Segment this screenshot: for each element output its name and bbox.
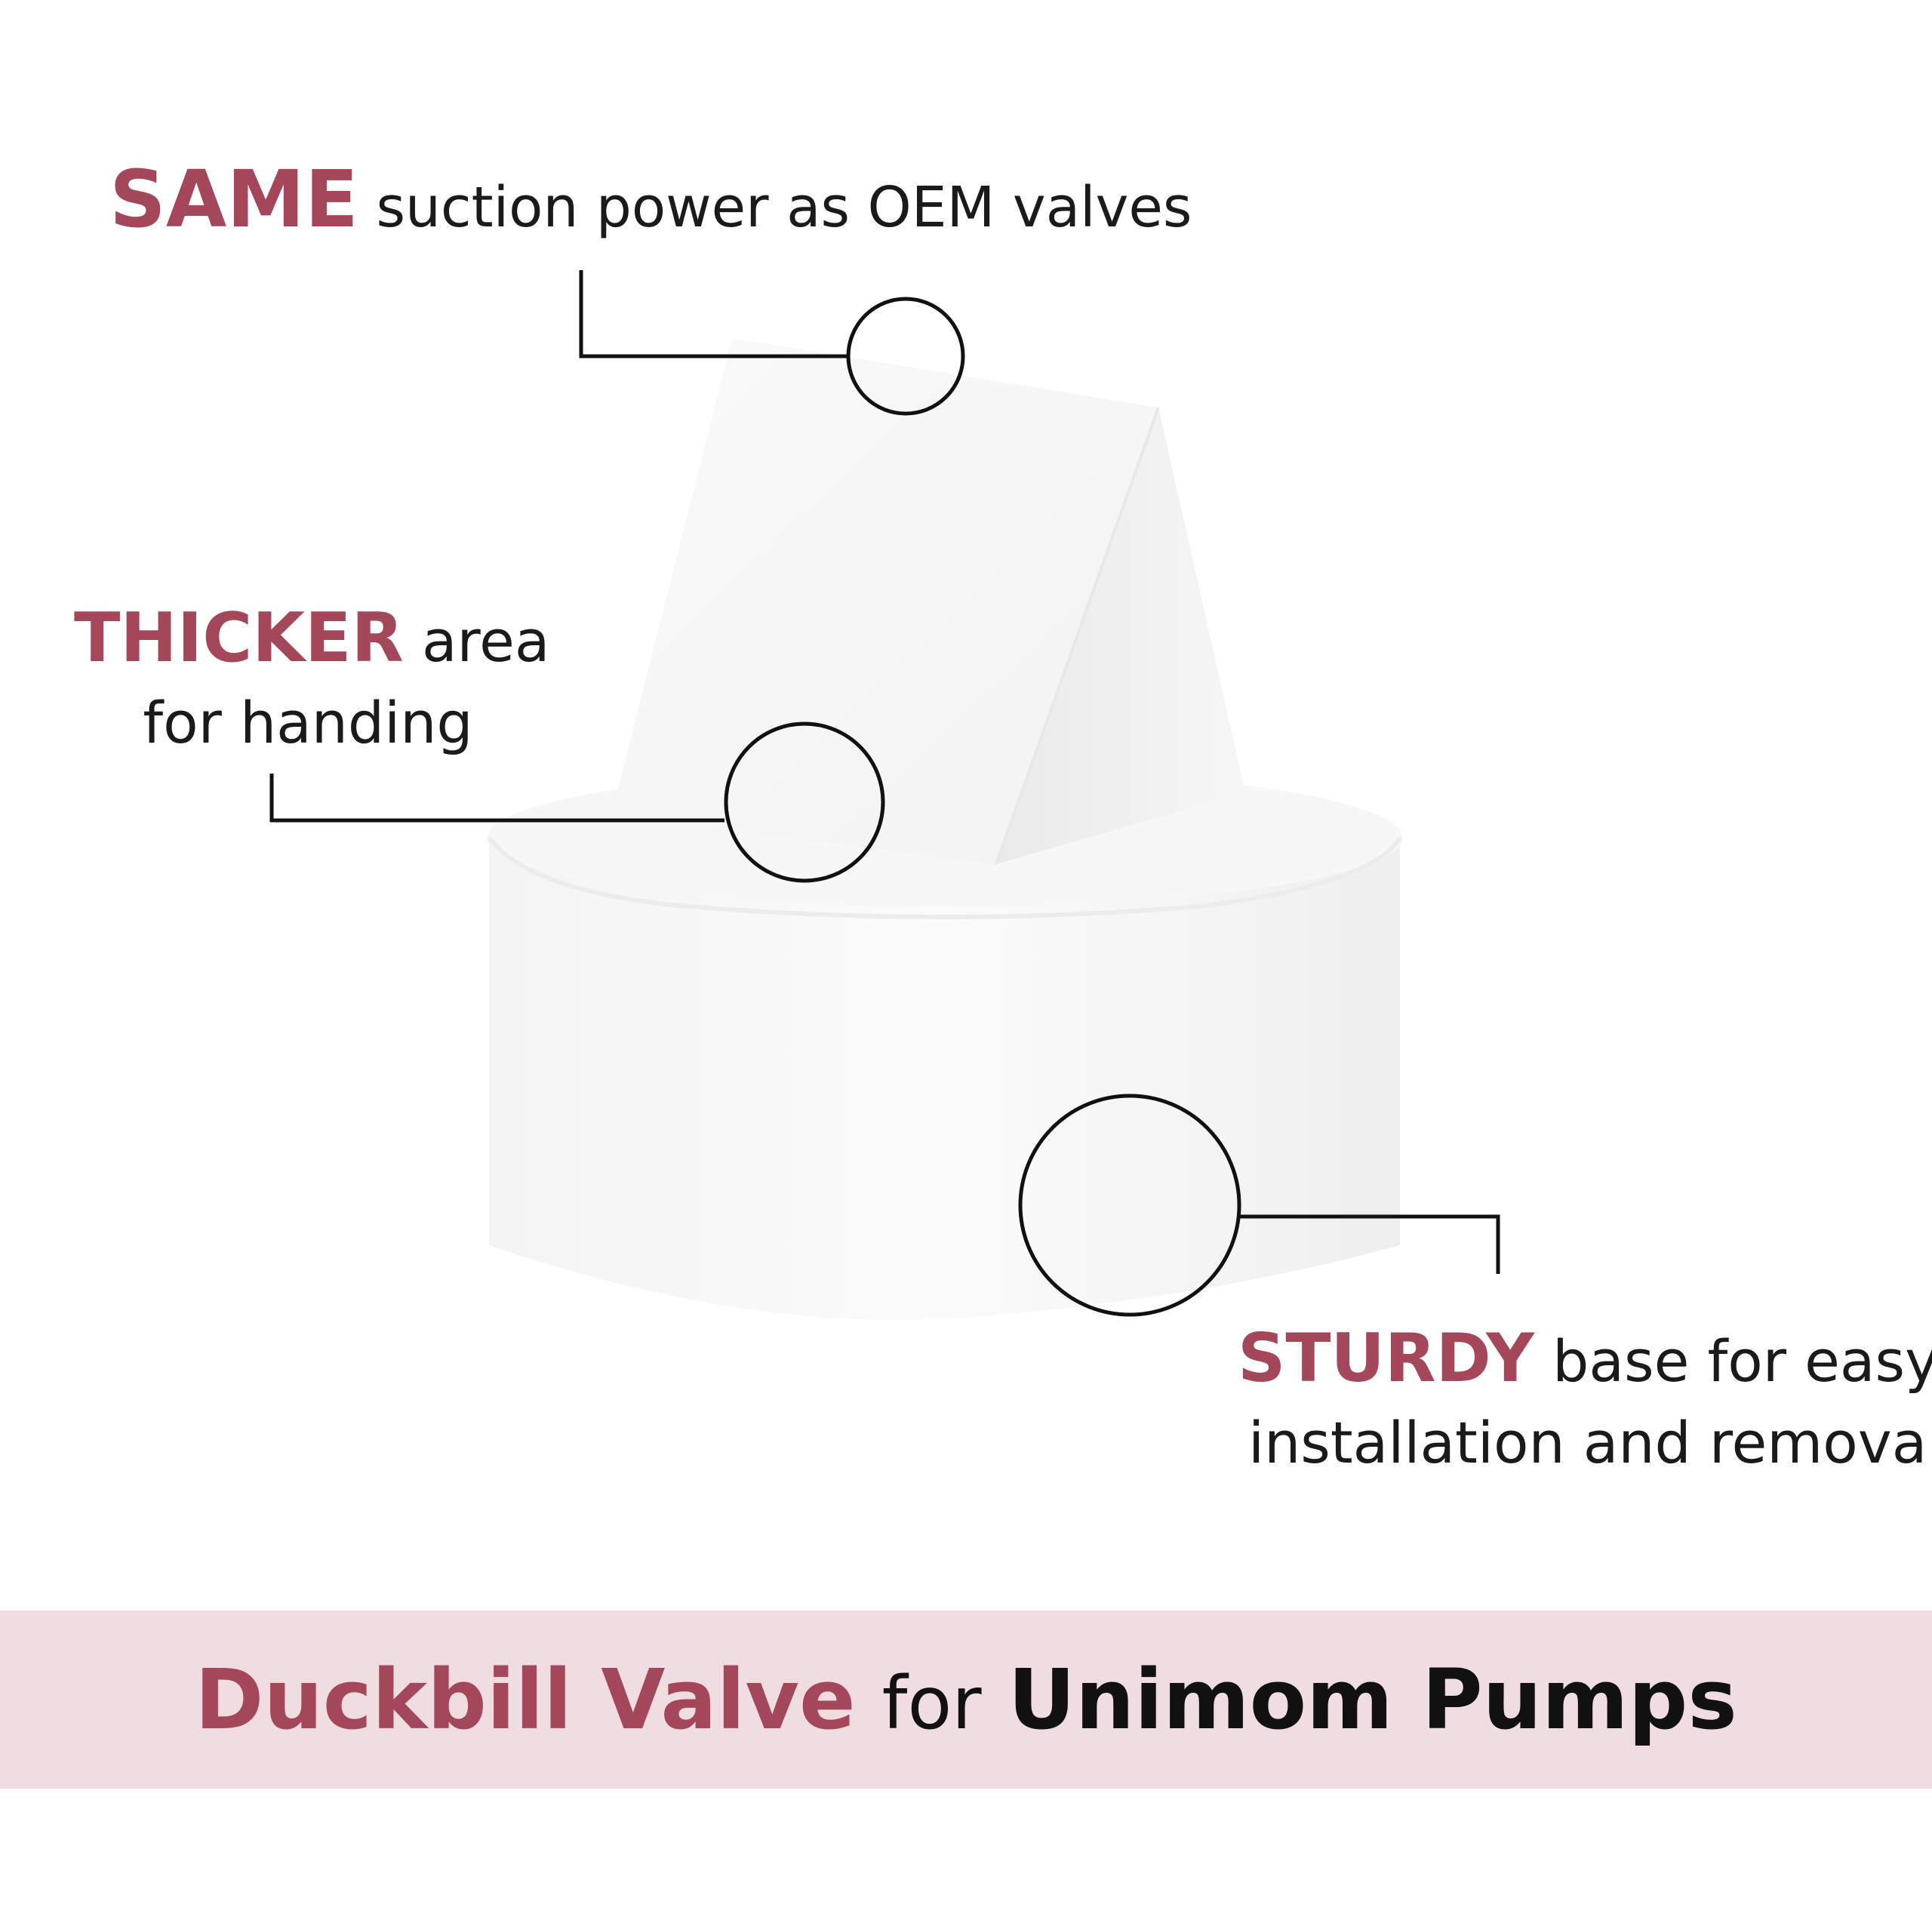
feature-suction-text: suction power as OEM valves [376,175,1192,240]
valve-duckbill [611,338,1245,865]
callout-leader-bottom [1018,1094,1500,1317]
feature-thicker-text: area [421,608,550,675]
feature-thicker-highlight: THICKER [74,598,404,678]
title-banner: Duckbill Valve for Unimom Pumps [0,1611,1932,1789]
callout-leader-top [579,270,965,416]
callout-leader-middle [269,721,885,883]
feature-sturdy-text: base for easy [1552,1327,1932,1395]
banner-connector: for [881,1661,982,1746]
feature-sturdy-highlight: STURDY [1238,1319,1534,1397]
banner-product-name: Duckbill Valve [195,1651,856,1748]
banner-brand: Unimom Pumps [1008,1651,1737,1748]
feature-suction: SAME suction power as OEM valves [109,158,1192,248]
feature-sturdy: STURDY base for easy installation and re… [1238,1318,1932,1484]
feature-sturdy-text-line2: installation and removal [1248,1409,1932,1476]
feature-thicker: THICKER area for handing [74,598,549,764]
feature-thicker-text-line2: for handing [143,689,473,756]
feature-suction-highlight: SAME [109,153,358,245]
